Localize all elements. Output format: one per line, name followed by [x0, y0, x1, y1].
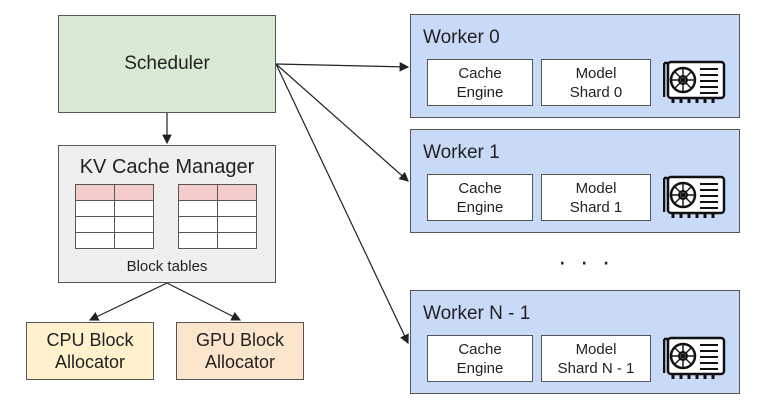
- cache-engine-label: Cache Engine: [456, 340, 504, 377]
- arrow-kv-to-gpu: [166, 282, 242, 321]
- kv-cache-manager-box: KV Cache Manager Block tables: [58, 145, 276, 283]
- gpu-card-icon: [663, 60, 726, 103]
- gpu-card-icon: [663, 175, 726, 218]
- worker-title: Worker 1: [423, 142, 500, 163]
- cache-engine-box: Cache Engine: [427, 335, 533, 382]
- cpu-block-allocator-box: CPU Block Allocator: [26, 322, 154, 380]
- arrow-scheduler-to-worker-0: [275, 62, 410, 72]
- worker-0-box: Worker 0 Cache Engine Model Shard 0: [410, 14, 740, 118]
- cache-engine-label: Cache Engine: [456, 64, 504, 101]
- gpu-allocator-label: GPU Block Allocator: [195, 330, 285, 372]
- model-shard-box: Model Shard 0: [541, 59, 651, 106]
- cache-engine-label: Cache Engine: [456, 179, 504, 216]
- ellipsis: · · ·: [558, 246, 614, 276]
- arrow-kv-to-cpu: [88, 282, 168, 321]
- worker-title: Worker N - 1: [423, 303, 531, 324]
- model-shard-label: Model Shard 1: [569, 179, 623, 216]
- gpu-card-icon: [663, 336, 726, 379]
- model-shard-box: Model Shard N - 1: [541, 335, 651, 382]
- worker-1-box: Worker 1 Cache Engine Model Shard 1: [410, 129, 740, 233]
- worker-n-minus-1-box: Worker N - 1 Cache Engine Model Shard N …: [410, 290, 740, 394]
- cpu-allocator-label: CPU Block Allocator: [46, 330, 134, 372]
- cache-engine-box: Cache Engine: [427, 174, 533, 221]
- scheduler-box: Scheduler: [58, 15, 276, 113]
- model-shard-box: Model Shard 1: [541, 174, 651, 221]
- block-table-right: [178, 184, 257, 249]
- arrow-scheduler-to-worker-n: [275, 63, 409, 345]
- gpu-block-allocator-box: GPU Block Allocator: [176, 322, 304, 380]
- model-shard-label: Model Shard 0: [569, 64, 623, 101]
- model-shard-label: Model Shard N - 1: [557, 340, 635, 377]
- kv-cache-manager-title: KV Cache Manager: [79, 156, 255, 178]
- arrow-scheduler-to-worker-1: [275, 63, 409, 182]
- cache-engine-box: Cache Engine: [427, 59, 533, 106]
- worker-title: Worker 0: [423, 27, 500, 48]
- block-tables-label: Block tables: [126, 258, 208, 275]
- scheduler-label: Scheduler: [124, 53, 210, 74]
- block-table-left: [75, 184, 154, 249]
